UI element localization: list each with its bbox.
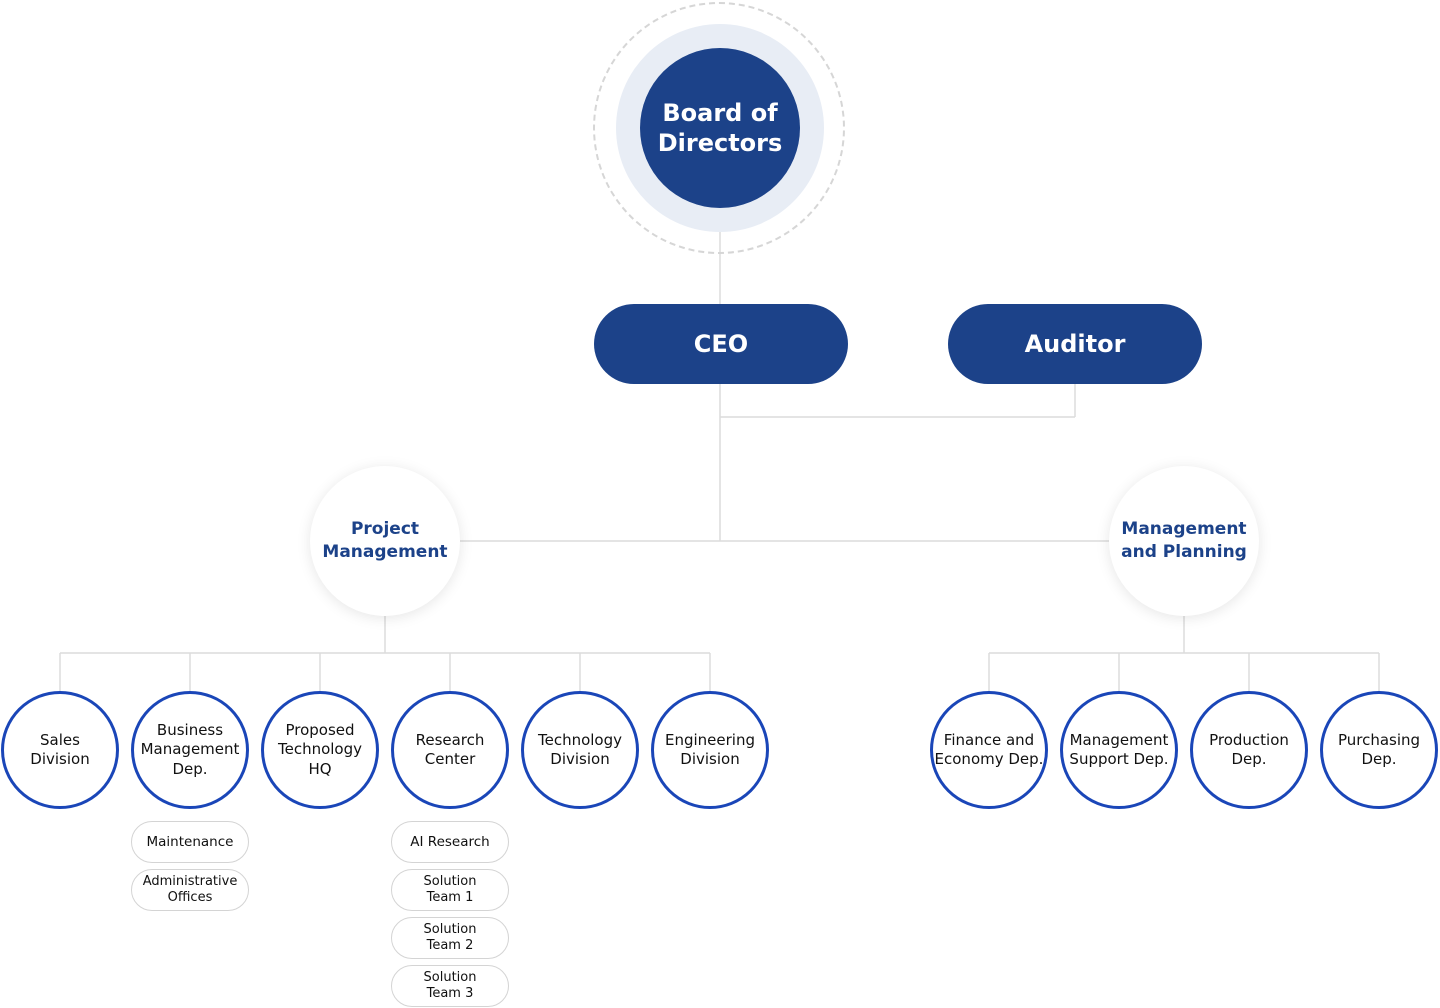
finance-economy-label: Finance and Economy Dep.	[934, 730, 1044, 769]
maintenance-label: Maintenance	[146, 833, 234, 850]
board-of-directors-node[interactable]: Board of Directors	[640, 48, 800, 208]
business-management-node[interactable]: Business Management Dep.	[131, 691, 249, 809]
sales-division-label: Sales Division	[30, 730, 90, 769]
production-label: Production Dep.	[1209, 730, 1289, 769]
management-planning-node[interactable]: Management and Planning	[1109, 466, 1259, 616]
board-of-directors-label: Board of Directors	[657, 99, 783, 157]
production-node[interactable]: Production Dep.	[1190, 691, 1308, 809]
engineering-division-label: Engineering Division	[665, 730, 755, 769]
engineering-division-node[interactable]: Engineering Division	[651, 691, 769, 809]
ai-research-subunit[interactable]: AI Research	[391, 821, 509, 863]
auditor-node[interactable]: Auditor	[948, 304, 1202, 384]
board-outer-ring	[593, 2, 845, 254]
solution-team-2-subunit[interactable]: Solution Team 2	[391, 917, 509, 959]
business-management-label: Business Management Dep.	[140, 720, 240, 778]
management-support-label: Management Support Dep.	[1069, 730, 1169, 769]
sales-division-node[interactable]: Sales Division	[1, 691, 119, 809]
research-center-label: Research Center	[415, 730, 485, 769]
research-center-node[interactable]: Research Center	[391, 691, 509, 809]
solution-team-1-label: Solution Team 1	[423, 873, 477, 905]
maintenance-subunit[interactable]: Maintenance	[131, 821, 249, 863]
technology-division-label: Technology Division	[537, 730, 623, 769]
purchasing-node[interactable]: Purchasing Dep.	[1320, 691, 1438, 809]
project-management-label: Project Management	[322, 519, 448, 562]
ai-research-label: AI Research	[410, 833, 490, 850]
auditor-label: Auditor	[1024, 330, 1126, 358]
finance-economy-node[interactable]: Finance and Economy Dep.	[930, 691, 1048, 809]
purchasing-label: Purchasing Dep.	[1337, 730, 1421, 769]
project-management-node[interactable]: Project Management	[310, 466, 460, 616]
solution-team-3-subunit[interactable]: Solution Team 3	[391, 965, 509, 1007]
ceo-node[interactable]: CEO	[594, 304, 848, 384]
solution-team-3-label: Solution Team 3	[423, 969, 477, 1001]
technology-division-node[interactable]: Technology Division	[521, 691, 639, 809]
solution-team-2-label: Solution Team 2	[423, 921, 477, 953]
solution-team-1-subunit[interactable]: Solution Team 1	[391, 869, 509, 911]
proposed-technology-node[interactable]: Proposed Technology HQ	[261, 691, 379, 809]
administrative-offices-label: Administrative Offices	[142, 873, 238, 905]
proposed-technology-label: Proposed Technology HQ	[277, 720, 363, 778]
ceo-label: CEO	[693, 330, 749, 358]
management-support-node[interactable]: Management Support Dep.	[1060, 691, 1178, 809]
administrative-offices-subunit[interactable]: Administrative Offices	[131, 869, 249, 911]
management-planning-label: Management and Planning	[1121, 519, 1247, 562]
